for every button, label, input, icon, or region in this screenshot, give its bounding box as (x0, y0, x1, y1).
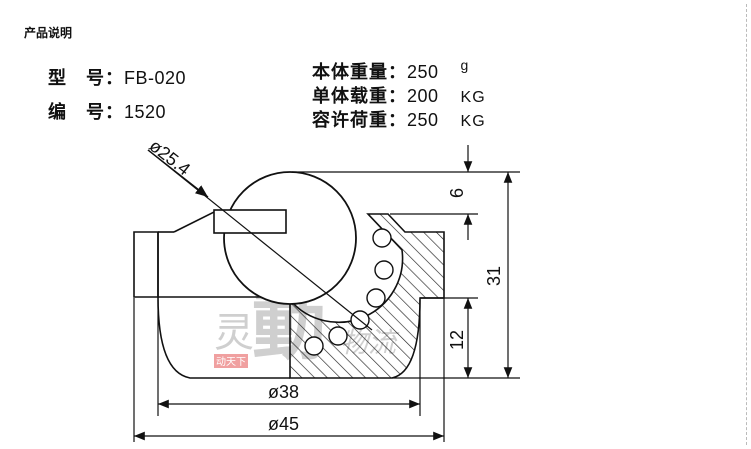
model-label: 型 号： (48, 68, 124, 89)
top-height-label: 6 (447, 188, 467, 198)
ball-diameter-label: ø25.4 (146, 135, 195, 179)
spec-label: 单体载重： (312, 86, 407, 107)
width-dimensions (133, 298, 445, 442)
watermark-seal (214, 354, 248, 368)
model-value: FB-020 (124, 68, 187, 88)
spec-row-load: 单体载重：200 KG (312, 82, 486, 108)
inner-diameter-label: ø38 (268, 382, 299, 402)
spec-row-allowable: 容许荷重：250 KG (312, 106, 486, 132)
spec-unit: g (460, 57, 470, 73)
spec-unit: KG (460, 113, 486, 130)
main-ball (223, 171, 357, 305)
spec-row-weight: 本体重量：250 g (312, 57, 470, 84)
page-border (746, 4, 747, 445)
height-dimensions (292, 145, 520, 379)
retainer-lip (213, 209, 287, 234)
watermark-char: 灵 (214, 310, 254, 356)
model-row: 型 号：FB-020 (48, 64, 186, 90)
spec-label: 容许荷重： (312, 110, 407, 131)
code-label: 编 号： (48, 102, 124, 123)
code-value: 1520 (124, 102, 167, 122)
spec-value: 250 (407, 110, 439, 130)
spec-value: 200 (407, 86, 439, 106)
base-height-label: 12 (447, 330, 467, 350)
outer-diameter-label: ø45 (268, 414, 299, 434)
spec-label: 本体重量： (312, 62, 407, 83)
spec-unit: KG (460, 89, 486, 106)
watermark-seal-text: 动天下 (216, 356, 246, 368)
support-balls (304, 228, 394, 356)
code-row: 编 号：1520 (48, 98, 166, 124)
spec-value: 250 (407, 62, 439, 82)
product-caption: 产品说明 (24, 26, 73, 40)
total-height-label: 31 (484, 266, 504, 286)
